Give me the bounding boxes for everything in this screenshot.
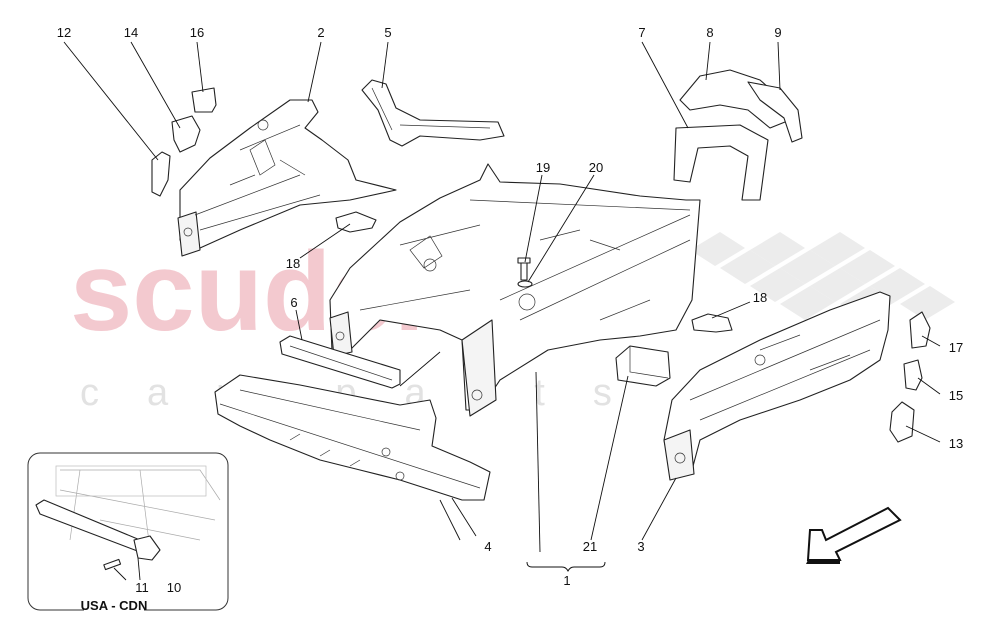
callout-8: 8 <box>706 25 713 40</box>
part-4-bumper-beam <box>214 374 491 501</box>
watermark-checker <box>690 232 955 320</box>
callout-19: 19 <box>536 160 550 175</box>
part-3-right-frame <box>663 291 891 481</box>
callout-12: 12 <box>57 25 71 40</box>
leader-lines <box>63 41 941 581</box>
part-13-bracket <box>889 401 915 443</box>
callout-18-upper: 18 <box>286 256 300 271</box>
part-15-bracket <box>903 359 923 391</box>
part-21-block <box>615 345 671 387</box>
callout-labels: 12 14 16 2 5 7 8 9 19 20 18 6 18 17 15 1… <box>57 25 963 595</box>
leader-4 <box>439 499 461 541</box>
part-7-arch-panel <box>673 124 769 201</box>
callout-4: 4 <box>484 539 491 554</box>
callout-13: 13 <box>949 436 963 451</box>
callout-11: 11 <box>135 580 149 595</box>
part-6-crossbar <box>279 335 401 389</box>
part-1-central-frame <box>329 163 701 417</box>
part-5-strut <box>361 79 505 147</box>
callout-10: 10 <box>167 580 181 595</box>
part-9-wheelarch-liner <box>747 81 803 143</box>
callout-1: 1 <box>563 573 570 588</box>
inset-usa-cdn: USA - CDN <box>27 452 229 613</box>
inset-caption: USA - CDN <box>81 598 148 613</box>
callout-9: 9 <box>774 25 781 40</box>
callout-17: 17 <box>949 340 963 355</box>
part-20-washer <box>517 280 533 288</box>
callout-21: 21 <box>583 539 597 554</box>
inset-caption-bg <box>84 597 144 613</box>
part-17-bracket <box>909 311 931 349</box>
part-2-left-front-frame <box>177 99 397 257</box>
callout-3: 3 <box>637 539 644 554</box>
callout-5: 5 <box>384 25 391 40</box>
part-14-bracket <box>171 115 201 153</box>
callout-14: 14 <box>124 25 138 40</box>
callout-1-brace <box>526 561 606 573</box>
part-10-plate <box>133 535 161 561</box>
callout-15: 15 <box>949 388 963 403</box>
callout-2: 2 <box>317 25 324 40</box>
callout-6: 6 <box>290 295 297 310</box>
direction-arrow-icon <box>806 506 902 564</box>
part-19-bolt <box>517 257 531 281</box>
callout-16: 16 <box>190 25 204 40</box>
callout-20: 20 <box>589 160 603 175</box>
part-16-bracket <box>191 87 217 113</box>
part-11-screw <box>103 558 122 571</box>
callout-7: 7 <box>638 25 645 40</box>
part-12-bracket <box>151 151 171 197</box>
callout-18-lower: 18 <box>753 290 767 305</box>
part-18-lower-bracket <box>691 313 733 333</box>
